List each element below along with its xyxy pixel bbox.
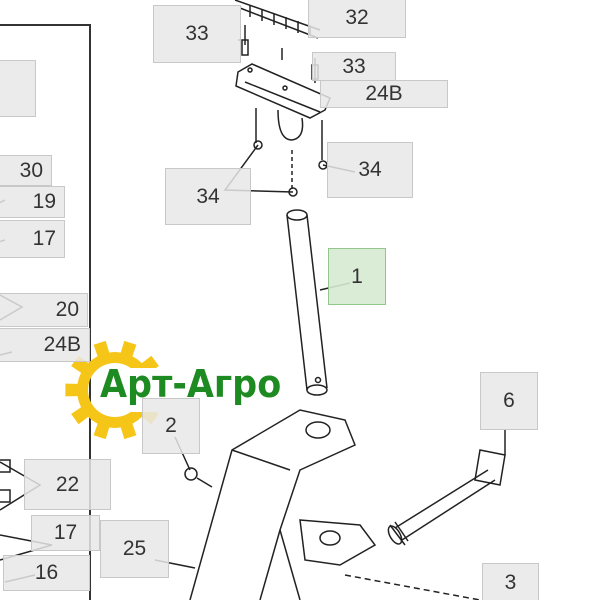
callout-34-right: 34 [327, 142, 413, 198]
callout-22: 22 [24, 459, 111, 510]
callout-6: 6 [480, 372, 538, 430]
logo-text: Арт-Агро [100, 362, 282, 406]
callout-33-right: 33 [312, 52, 396, 81]
callout-17-bottom: 17 [31, 515, 100, 551]
callout-19: 19 [0, 186, 65, 218]
part-6-bolt [387, 430, 506, 546]
part-1-shaft [286, 209, 351, 396]
callout-32: 32 [308, 0, 406, 38]
callout-16: 16 [3, 555, 90, 591]
part-24b-bracket [235, 63, 331, 141]
callout-4: 4 [0, 60, 36, 117]
callout-30: 30 [0, 155, 52, 186]
part-32-chain [234, 0, 321, 39]
callout-24b-left: 24B [0, 328, 90, 362]
gear-icon [65, 340, 165, 440]
callout-17-top: 17 [0, 220, 65, 258]
callout-1-highlighted[interactable]: 1 [328, 248, 386, 305]
callout-34-left: 34 [165, 168, 251, 225]
callout-24b-top: 24B [320, 80, 448, 108]
callout-2: 2 [142, 398, 200, 454]
callout-3: 3 [482, 563, 539, 600]
callout-20: 20 [0, 293, 88, 327]
callout-25: 25 [100, 520, 169, 578]
callout-33: 33 [153, 5, 241, 63]
